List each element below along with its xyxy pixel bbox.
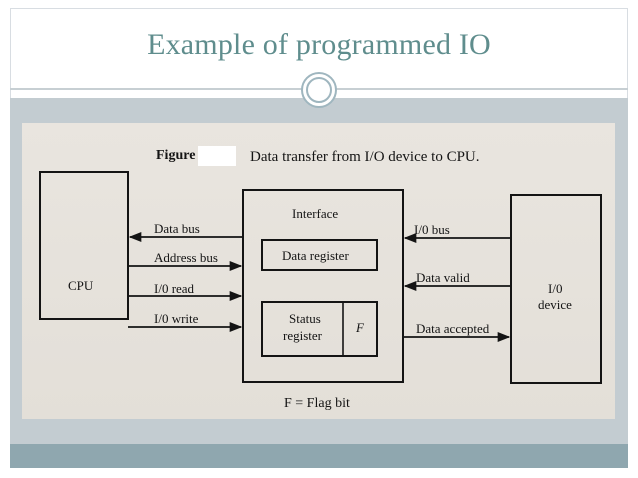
title-ornament-inner-circle — [306, 77, 332, 103]
io-write-label: I/0 write — [154, 311, 199, 326]
flag-footnote: F = Flag bit — [284, 396, 350, 411]
data-register-label: Data register — [282, 248, 349, 263]
redacted-figure-number — [198, 146, 236, 166]
data-accepted-label: Data accepted — [416, 321, 490, 336]
interface-label: Interface — [292, 206, 339, 221]
io-read-label: I/0 read — [154, 281, 195, 296]
io-device-label-line1: I/0 — [548, 281, 563, 296]
data-bus-label: Data bus — [154, 221, 200, 236]
status-register-box — [261, 301, 378, 357]
io-bus-label: I/0 bus — [414, 222, 450, 237]
data-valid-label: Data valid — [416, 270, 470, 285]
status-register-label-line2: register — [283, 328, 322, 343]
data-register-box — [261, 239, 378, 271]
status-register-label-line1: Status — [289, 311, 321, 326]
slide-title: Example of programmed IO — [147, 28, 491, 61]
cpu-box — [39, 171, 129, 320]
flag-label: F — [356, 320, 364, 335]
cpu-label: CPU — [68, 278, 94, 293]
io-device-box — [510, 194, 602, 384]
interface-box — [242, 189, 404, 383]
footer-bar — [10, 444, 628, 468]
address-bus-label: Address bus — [154, 250, 218, 265]
io-device-label-line2: device — [538, 297, 572, 312]
flag-footnote-text: F = Flag bit — [284, 396, 350, 411]
figure-caption-label: Figure — [156, 148, 196, 163]
figure-caption-text: Data transfer from I/O device to CPU. — [250, 149, 480, 165]
